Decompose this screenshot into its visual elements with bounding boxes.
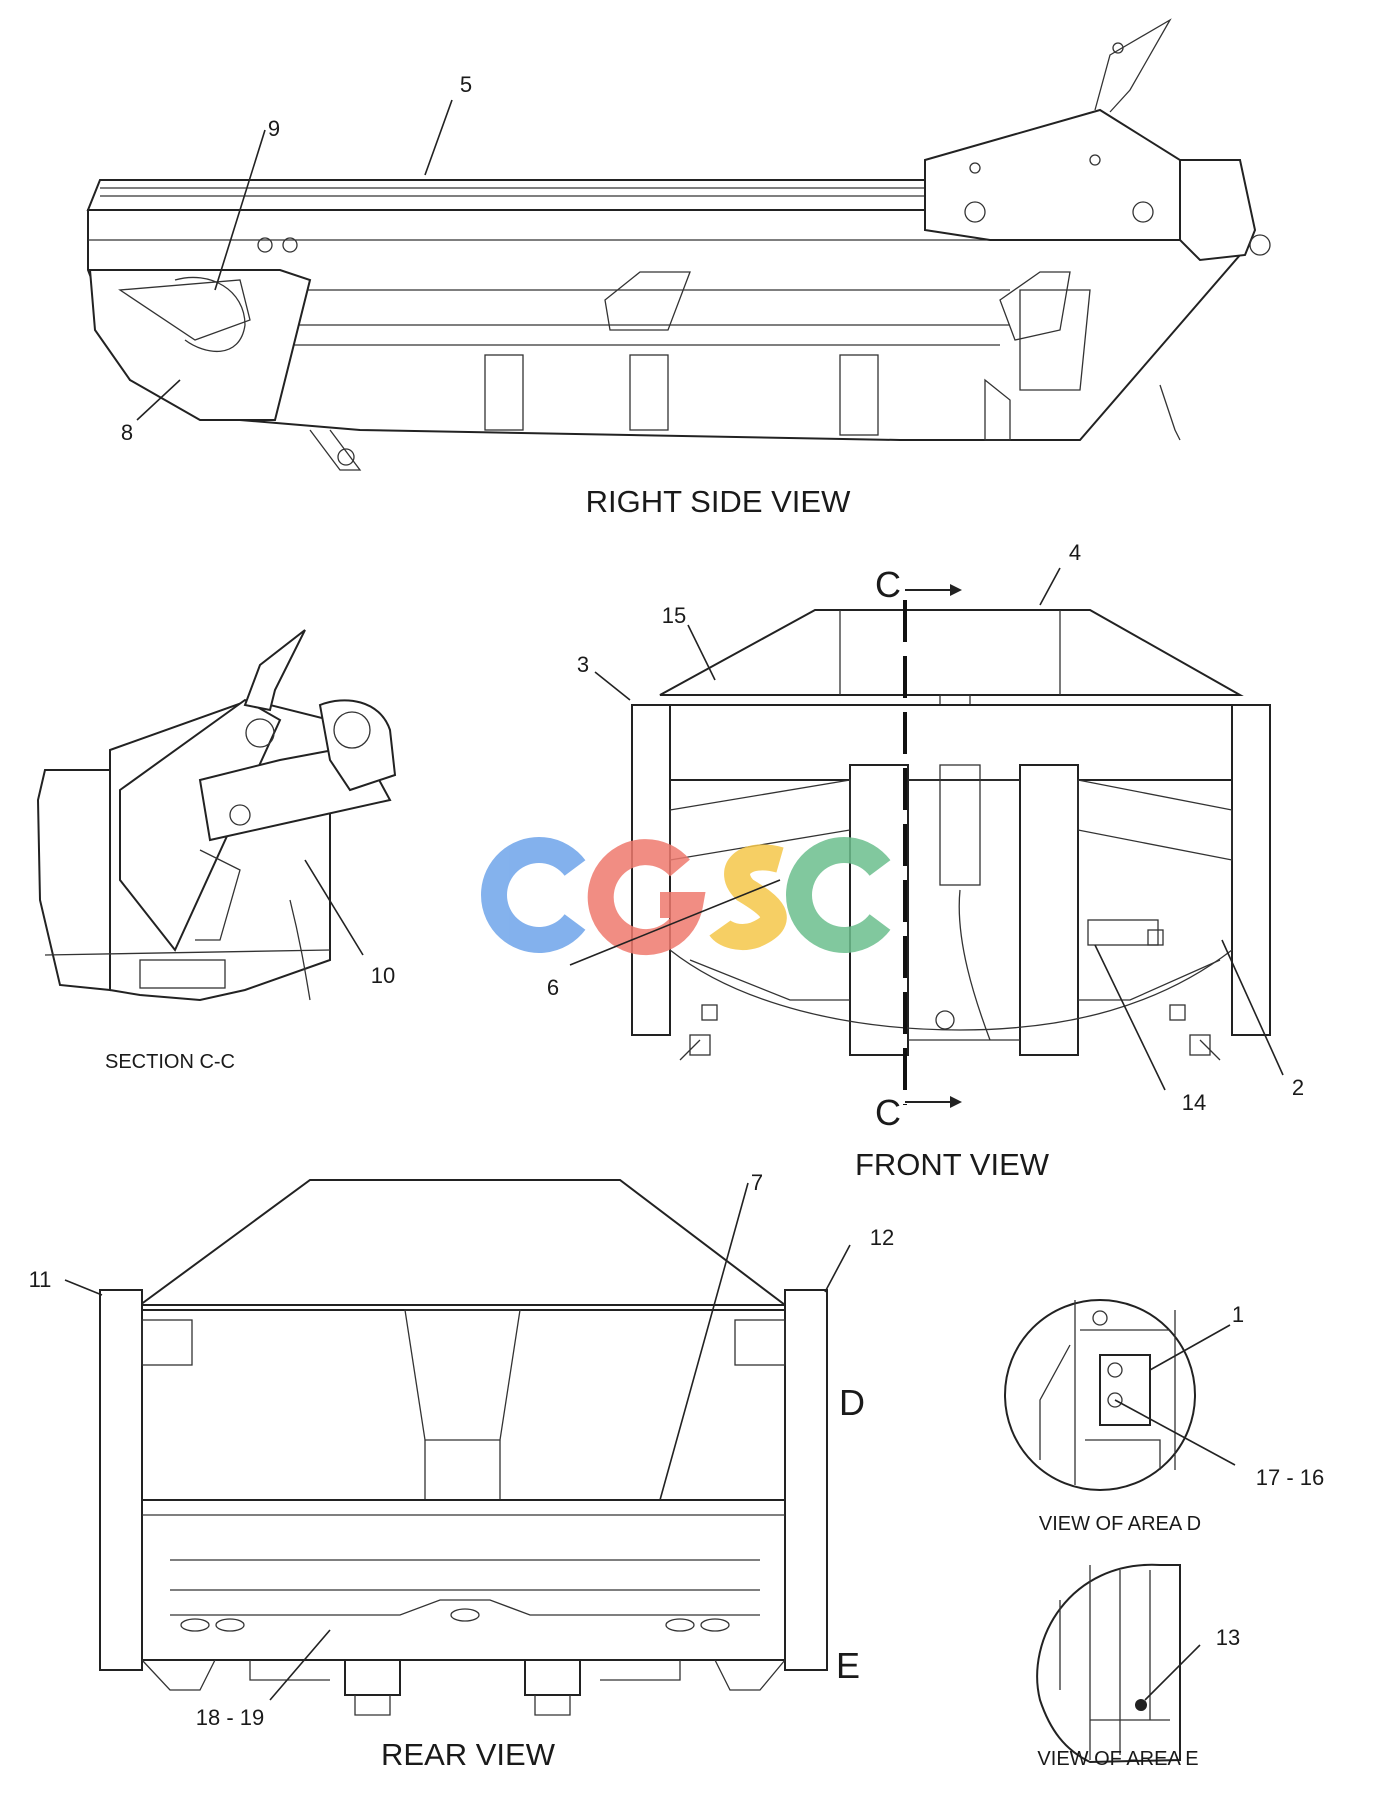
view-title-rear: REAR VIEW: [381, 1737, 556, 1772]
callout-17-16: 17 - 16: [1256, 1465, 1325, 1490]
callout-15: 15: [662, 603, 686, 628]
callout-9: 9: [268, 116, 280, 141]
callout-6: 6: [547, 975, 559, 1000]
callout-5: 5: [460, 72, 472, 97]
right-side-view-drawing: [86, 18, 1271, 471]
section-mark-c-bottom: C: [875, 1092, 901, 1133]
callout-3: 3: [577, 652, 589, 677]
callout-12: 12: [870, 1225, 894, 1250]
callout-18-19: 18 - 19: [196, 1705, 265, 1730]
view-titles: RIGHT SIDE VIEW SECTION C-C FRONT VIEW R…: [105, 484, 1201, 1772]
view-title-area-e: VIEW OF AREA E: [1037, 1748, 1198, 1770]
callout-numbers: 5 9 8 10 4 15 3 6 14 2 7 11 12 1 17 - 16…: [29, 72, 1325, 1730]
callout-4: 4: [1069, 540, 1081, 565]
leader-lines: [64, 99, 1284, 1701]
view-title-section-cc: SECTION C-C: [105, 1051, 235, 1073]
section-marks: C C D E: [836, 564, 901, 1686]
front-view-drawing: [631, 609, 1271, 1061]
section-cc-drawing: [36, 629, 397, 1002]
callout-14: 14: [1182, 1090, 1206, 1115]
callout-13: 13: [1216, 1625, 1240, 1650]
view-title-area-d: VIEW OF AREA D: [1039, 1513, 1201, 1535]
view-title-right-side: RIGHT SIDE VIEW: [586, 484, 851, 519]
area-letter-d: D: [839, 1382, 865, 1423]
area-e-detail: [1036, 1563, 1181, 1764]
view-title-front: FRONT VIEW: [855, 1147, 1050, 1182]
callout-11: 11: [29, 1267, 52, 1292]
callout-7: 7: [751, 1170, 763, 1195]
rear-view-drawing: [99, 1179, 828, 1716]
section-mark-c-top: C: [875, 564, 901, 605]
area-letter-e: E: [836, 1645, 860, 1686]
callout-8: 8: [121, 420, 133, 445]
callout-1: 1: [1232, 1302, 1244, 1327]
callout-2: 2: [1292, 1075, 1304, 1100]
callout-10: 10: [371, 963, 395, 988]
cgsc-watermark: [481, 837, 891, 956]
area-d-detail: [1004, 1299, 1196, 1491]
